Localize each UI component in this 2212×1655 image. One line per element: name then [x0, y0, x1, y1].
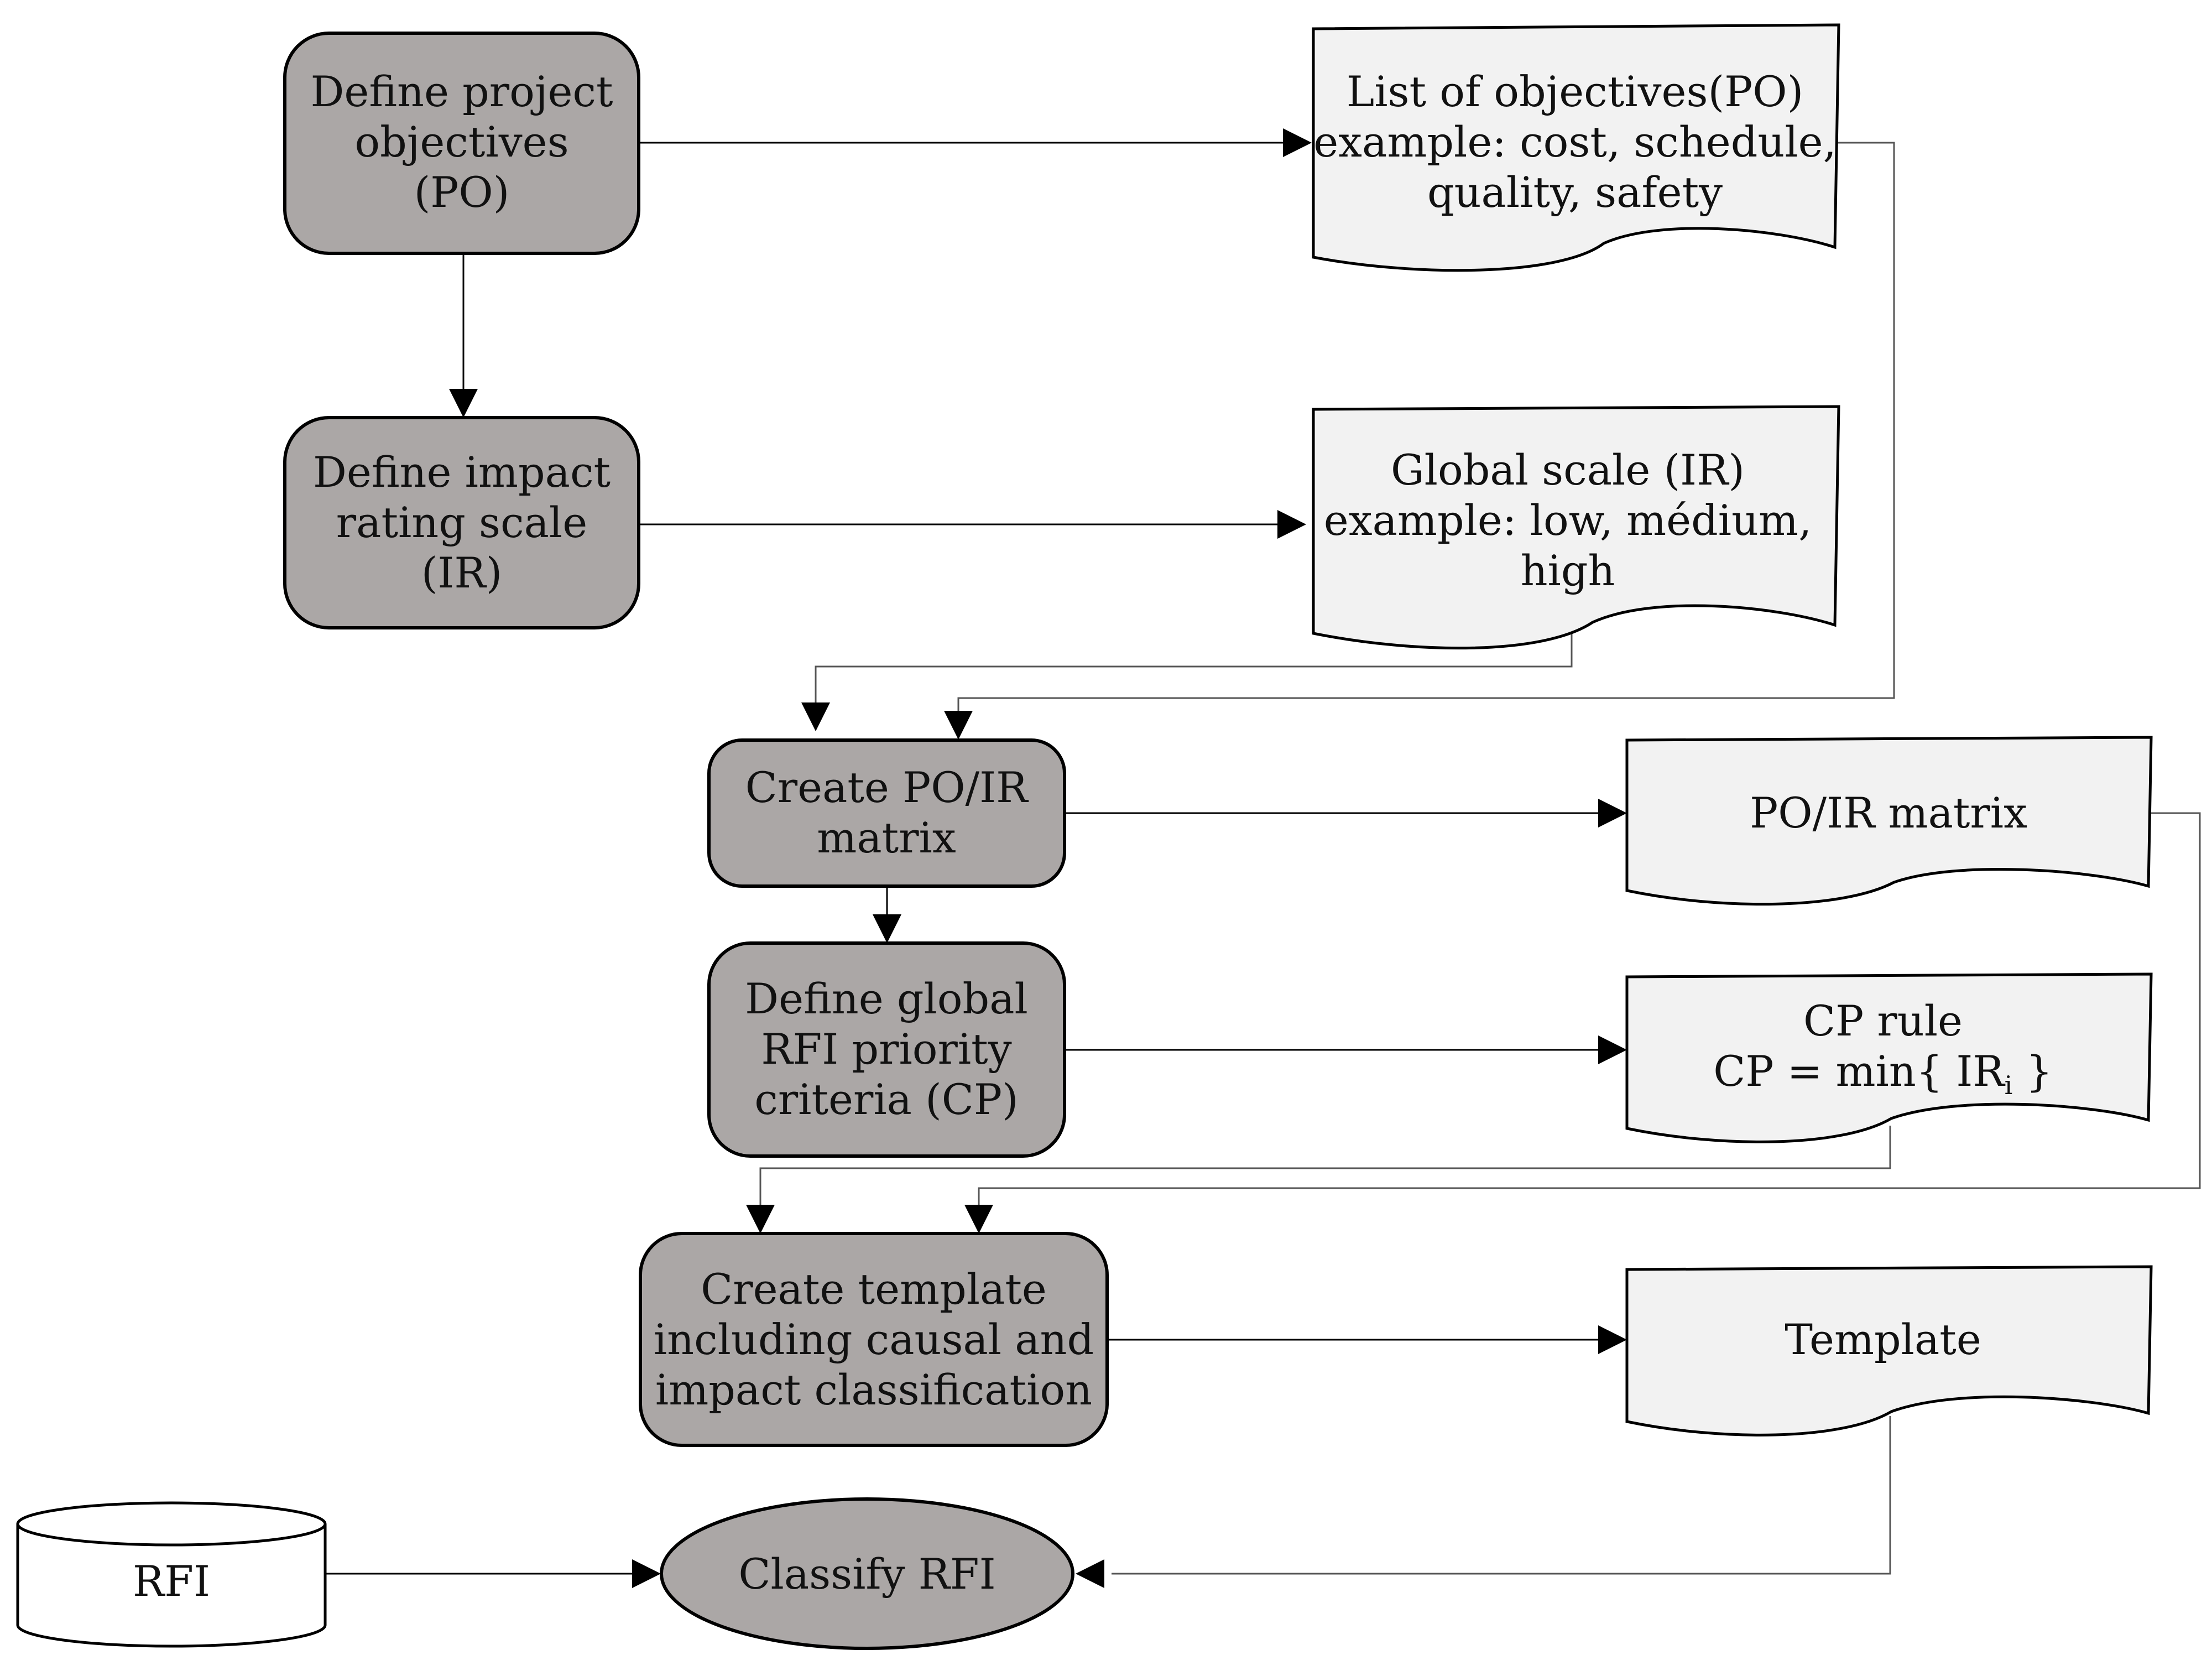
- database-label: RFI: [133, 1557, 210, 1606]
- arrowhead-po-list: [1283, 128, 1312, 157]
- node-label-line: Create PO/IR: [745, 763, 1030, 812]
- connectors: [326, 128, 2201, 1588]
- node-define-project-objectives: Define project objectives (PO): [283, 32, 640, 255]
- arrowhead-create-matrix-left: [801, 702, 830, 731]
- document-template: Template: [1625, 1265, 2153, 1437]
- arrowhead-template: [1598, 1325, 1627, 1354]
- node-create-template: Create template including causal and imp…: [639, 1232, 1109, 1447]
- arrowhead-ir-scale: [1277, 510, 1306, 539]
- document-label-line: example: low, médium,: [1324, 496, 1812, 545]
- node-label-line: (IR): [421, 548, 503, 597]
- database-rfi: RFI: [16, 1501, 327, 1648]
- arrowhead-classify-rfi-right: [1076, 1559, 1104, 1588]
- arrowhead-create-template-left: [746, 1205, 775, 1234]
- node-define-global-rfi-priority-criteria: Define global RFI priority criteria (CP): [707, 941, 1066, 1158]
- node-label-line: matrix: [817, 813, 956, 862]
- edge-template-to-classify-rfi: [1112, 1416, 1891, 1575]
- node-label-line: rating scale: [336, 498, 587, 547]
- document-label-line: example: cost, schedule,: [1313, 117, 1837, 166]
- node-create-po-ir-matrix: Create PO/IR matrix: [707, 738, 1066, 888]
- node-label-line: Define impact: [313, 447, 611, 497]
- document-label: Template: [1785, 1315, 1981, 1364]
- node-label-line: Create template: [701, 1264, 1047, 1314]
- document-label-line: quality, safety: [1427, 168, 1723, 217]
- node-define-impact-rating-scale: Define impact rating scale (IR): [283, 416, 640, 629]
- node-label-line: (PO): [414, 168, 510, 217]
- document-label: PO/IR matrix: [1750, 788, 2027, 837]
- edge-po-list-to-create-matrix: [957, 142, 1895, 722]
- edge-po-ir-matrix-to-create-template: [978, 812, 2201, 1217]
- document-label-line: high: [1521, 546, 1615, 595]
- node-label: Classify RFI: [738, 1549, 995, 1599]
- edge-cp-rule-to-create-template: [759, 1126, 1891, 1217]
- arrowhead-create-matrix-right: [944, 711, 973, 740]
- document-label-line: Global scale (IR): [1391, 445, 1745, 495]
- document-cp-rule: CP rule CP = min{ IRi }: [1625, 972, 2153, 1143]
- node-label-line: RFI priority: [761, 1024, 1011, 1074]
- edge-ir-scale-to-create-matrix: [815, 622, 1573, 716]
- cp-rule-subscript: i: [2005, 1070, 2013, 1100]
- document-po-ir-matrix: PO/IR matrix: [1625, 736, 2153, 906]
- node-label-line: criteria (CP): [754, 1075, 1018, 1124]
- node-label-line: Define project: [310, 67, 613, 116]
- node-label-line: impact classification: [655, 1365, 1092, 1414]
- cp-rule-formula: CP = min{ IR: [1713, 1047, 2006, 1096]
- arrowhead-define-cp: [873, 914, 901, 943]
- document-global-scale: Global scale (IR) example: low, médium, …: [1312, 405, 1840, 650]
- node-label-line: including causal and: [654, 1315, 1094, 1364]
- document-label-line: List of objectives(PO): [1347, 67, 1804, 116]
- arrowhead-cp-rule: [1598, 1035, 1627, 1064]
- arrowhead-po-ir-matrix: [1598, 799, 1627, 828]
- arrowhead-classify-rfi-left: [632, 1559, 661, 1588]
- arrowhead-create-template-right: [964, 1205, 993, 1234]
- document-list-of-objectives: List of objectives(PO) example: cost, sc…: [1312, 23, 1840, 272]
- document-label-line: CP rule: [1803, 996, 1963, 1045]
- node-label-line: Define global: [745, 974, 1028, 1023]
- node-label-line: objectives: [354, 117, 568, 166]
- node-classify-rfi: Classify RFI: [660, 1497, 1074, 1650]
- arrowhead-define-ir: [449, 389, 478, 418]
- document-label-line: CP = min{ IRi }: [1713, 1047, 2053, 1100]
- cp-rule-formula-end: }: [2012, 1047, 2053, 1096]
